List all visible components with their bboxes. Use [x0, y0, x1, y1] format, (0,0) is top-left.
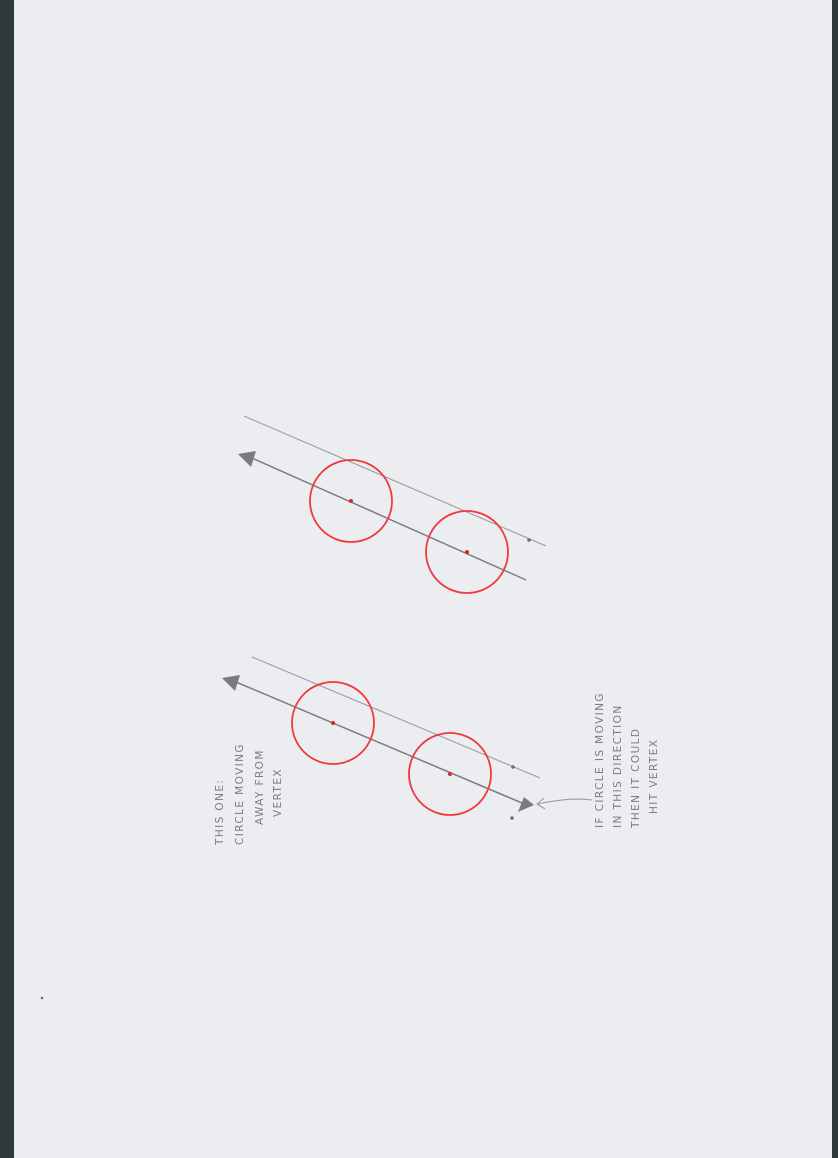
lower-arrow-back-icon — [222, 675, 240, 691]
note-left-line-1: THIS ONE: — [214, 779, 226, 846]
upper-arrow-icon — [238, 451, 256, 467]
lower-stray-point — [510, 816, 514, 820]
upper-circle-end-center — [465, 550, 469, 554]
note-left-line-3: AWAY FROM — [254, 749, 266, 825]
note-left-line-4: VERTEX — [272, 768, 284, 817]
upper-figure — [238, 415, 547, 594]
lower-guide-line-top — [251, 656, 541, 779]
lower-figure — [222, 656, 593, 820]
annotation-pointer-arrow — [537, 798, 593, 805]
upper-circle-start-center — [349, 499, 353, 503]
lower-vertex-point — [511, 765, 515, 769]
lower-circle-start — [291, 681, 375, 765]
paper-speck — [40, 996, 44, 1000]
lower-arrow-forward-icon — [518, 797, 534, 812]
note-right-line-2: IN THIS DIRECTION — [612, 704, 624, 828]
upper-vertex-point — [527, 538, 531, 542]
upper-circle-start — [309, 459, 393, 543]
upper-path-line — [251, 457, 527, 581]
lower-circle-start-center — [331, 721, 335, 725]
lower-circle-end — [408, 732, 492, 816]
annotation-pointer-tip — [536, 797, 546, 810]
lower-path-line — [235, 681, 523, 804]
upper-circle-end — [425, 510, 509, 594]
upper-guide-line-top — [243, 415, 547, 547]
note-left-line-2: CIRCLE MOVING — [234, 743, 246, 845]
note-right-line-3: THEN IT COULD — [630, 728, 642, 829]
lower-circle-end-center — [448, 772, 452, 776]
note-right-line-4: HIT VERTEX — [648, 739, 660, 814]
note-right-line-1: IF CIRCLE IS MOVING — [594, 692, 606, 828]
paper-sheet — [14, 0, 832, 1158]
note-right: IF CIRCLE IS MOVING IN THIS DIRECTION TH… — [594, 692, 660, 829]
note-left: THIS ONE: CIRCLE MOVING AWAY FROM VERTEX — [214, 743, 284, 846]
